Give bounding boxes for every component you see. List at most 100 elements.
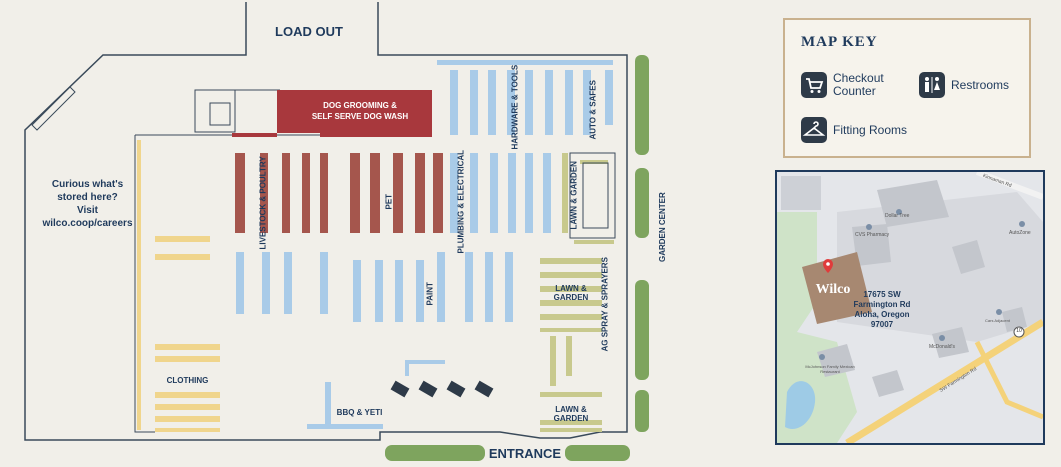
shelf: [405, 360, 445, 364]
shelf: [488, 70, 496, 135]
careers-line2: stored here?: [57, 192, 118, 203]
store-name-label: Wilco: [815, 282, 851, 297]
shelf: [605, 70, 613, 125]
shelf: [580, 160, 608, 164]
building-mcdonalds: [932, 327, 969, 358]
careers-line1: Curious what's: [51, 179, 124, 190]
livestock-poultry-label: LIVESTOCK & POULTRY: [258, 156, 268, 250]
pin-dot: [826, 262, 830, 266]
shelf: [433, 153, 443, 233]
clothing-racks: [155, 236, 220, 432]
shelf: [350, 153, 360, 233]
checkout-counter: [418, 380, 438, 398]
shelf: [393, 153, 403, 233]
paint-label: PAINT: [425, 282, 435, 306]
lawn-garden-3-label: LAWN & GARDEN: [553, 405, 589, 423]
lawn-garden-shelves: [540, 153, 614, 432]
garden-center-bay: [582, 162, 609, 229]
garden-center-label: GARDEN CENTER: [658, 192, 667, 262]
angled-wall: [31, 86, 76, 131]
building-dollar-tree: [877, 180, 949, 227]
poi-autozone-label: AutoZone: [1009, 230, 1031, 236]
poi-marker: [866, 224, 872, 230]
hedge: [635, 390, 649, 432]
poi-marker: [996, 309, 1002, 315]
address-block: 17675 SW Farmington Rd Aloha, Oregon 970…: [847, 290, 917, 330]
shelf: [325, 382, 331, 424]
lawn-garden-vertical-label: LAWN & GARDEN: [569, 161, 579, 230]
shelf: [284, 252, 292, 314]
shelf: [525, 70, 533, 135]
shelf: [540, 420, 602, 425]
building-cvs: [852, 224, 891, 266]
restroom-door: [209, 102, 231, 126]
side-strip: [137, 140, 141, 320]
shelf: [540, 392, 602, 397]
shelf: [262, 252, 270, 314]
building-outline: [24, 2, 628, 441]
shelf: [437, 252, 445, 322]
checkout-counters: [390, 380, 494, 398]
rack: [155, 356, 220, 362]
locator-map-graphic: [777, 172, 1043, 443]
poi-mcdonalds-label: McDonald's: [929, 344, 955, 350]
building-lot: [872, 370, 904, 397]
auto-safes-label: AUTO & SAFES: [588, 80, 598, 140]
grooming-counter-2: [320, 133, 432, 137]
fitting-rooms-key-label: Fitting Rooms: [833, 123, 908, 137]
poi-dollar-tree-label: Dollar Tree: [885, 213, 910, 219]
map-key-title: MAP KEY: [801, 34, 878, 50]
poi-markers: [819, 209, 1025, 360]
shelf: [437, 60, 613, 65]
rack: [155, 416, 220, 422]
shelf: [550, 336, 556, 386]
shelf: [540, 314, 602, 320]
shelf: [302, 153, 310, 233]
farmington-road: [845, 319, 1043, 443]
shelf: [320, 153, 328, 233]
careers-callout[interactable]: Curious what's stored here? Visit wilco.…: [40, 178, 135, 230]
pet-label: PET: [384, 193, 394, 210]
rack: [155, 392, 220, 398]
dog-grooming-line1: DOG GROOMING &: [323, 101, 397, 110]
rack: [155, 428, 220, 432]
shelf: [508, 153, 516, 233]
plumbing-electrical-label: PLUMBING & ELECTRICAL: [456, 149, 466, 254]
dog-wash-line2: SELF SERVE DOG WASH: [311, 112, 409, 121]
shelf: [320, 252, 328, 314]
building-restaurant: [817, 344, 855, 377]
shelf: [540, 286, 602, 292]
route-marker: [1013, 326, 1025, 338]
map-key-panel: MAP KEY Checkout Counter Restrooms Fitti…: [783, 18, 1031, 158]
hedge: [635, 55, 649, 155]
checkout-counter: [390, 380, 410, 398]
building-autozone: [1002, 307, 1027, 332]
lot: [781, 176, 821, 210]
shelf: [415, 153, 425, 233]
load-out-label: LOAD OUT: [275, 24, 343, 39]
checkout-key-label: Checkout Counter: [833, 72, 884, 98]
hedge: [635, 168, 649, 238]
poi-restaurant-label: McJohnson Family Mexican Restaurant: [805, 364, 855, 374]
address-line1: 17675 SW: [863, 290, 901, 299]
dog-grooming-area[interactable]: [277, 90, 432, 133]
shelf: [583, 70, 591, 135]
shelf: [485, 252, 493, 322]
shelf: [507, 70, 515, 135]
shelf: [236, 252, 244, 314]
careers-line3: Visit: [77, 205, 98, 216]
hardware-tools-label: HARDWARE & TOOLS: [510, 64, 520, 150]
blue-shelves: [236, 60, 613, 429]
hanger-icon: [801, 117, 827, 143]
shelf: [566, 336, 572, 376]
rack: [155, 236, 210, 242]
poi-marker: [1019, 221, 1025, 227]
locator-map[interactable]: Wilco 17675 SW Farmington Rd Aloha, Oreg…: [775, 170, 1045, 445]
restroom-block: [194, 89, 236, 133]
lawn-garden-2-label: LAWN & GARDEN: [553, 284, 589, 302]
rack: [155, 254, 210, 260]
side-strip: [137, 320, 141, 430]
entrance-label: ENTRANCE: [488, 446, 562, 461]
building-small: [952, 240, 985, 274]
